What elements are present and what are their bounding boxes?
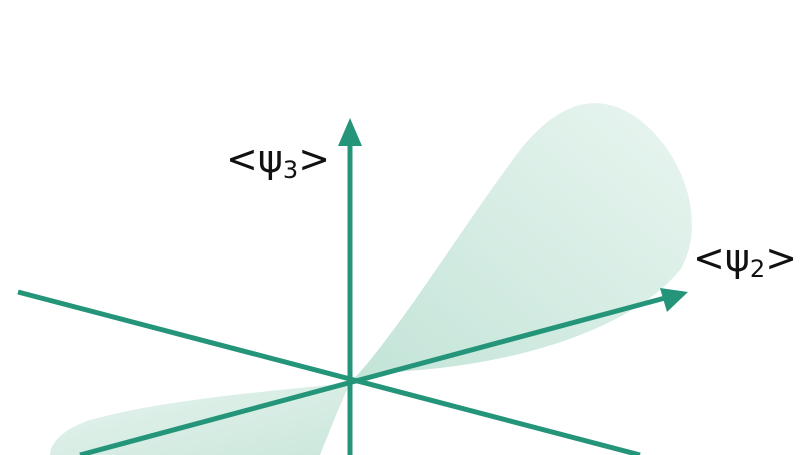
axis-psi2-arrowhead xyxy=(660,288,688,312)
axis-label-psi2-open: <ψ xyxy=(693,236,750,280)
axis-label-psi2-subscript: 2 xyxy=(749,255,766,283)
axis-psi1 xyxy=(17,289,641,455)
surface-upper-lobe xyxy=(350,103,692,383)
axis-label-psi2-close: > xyxy=(765,236,798,280)
axis-label-psi3-subscript: 3 xyxy=(282,156,299,184)
axis-label-psi3: <ψ3> xyxy=(226,137,331,182)
axis-label-psi3-close: > xyxy=(298,137,331,181)
axis-label-psi2: <ψ2> xyxy=(693,236,798,281)
axis-psi3-arrowhead xyxy=(338,118,362,146)
axis-psi2 xyxy=(79,295,666,455)
axis-label-psi3-open: <ψ xyxy=(226,137,283,181)
